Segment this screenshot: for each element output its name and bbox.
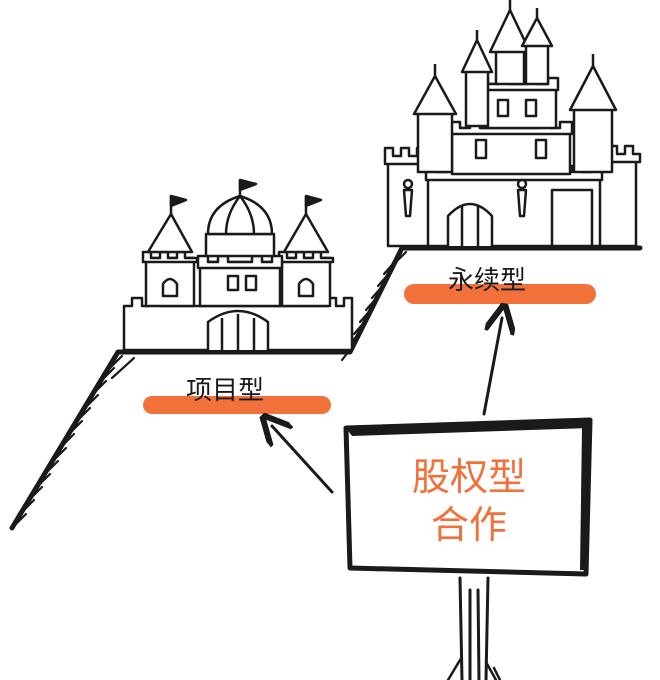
perpetual-type-label: 永续型 (448, 266, 527, 296)
right-castle (383, 0, 642, 248)
arrow-to-perpetual (482, 318, 502, 416)
project-type-label: 项目型 (186, 376, 265, 406)
sign-text-line2: 合作 (431, 503, 508, 547)
signpost-pole (458, 576, 490, 680)
signboard (343, 417, 593, 577)
signpost (343, 417, 593, 680)
left-castle (122, 178, 354, 352)
project-label-highlight (143, 396, 331, 414)
perpetual-label-highlight (404, 284, 596, 304)
hill-outline (9, 245, 643, 531)
sign-text-line1: 股权型 (412, 455, 527, 499)
arrow-to-project (272, 426, 334, 494)
hill-hatching (10, 250, 408, 530)
